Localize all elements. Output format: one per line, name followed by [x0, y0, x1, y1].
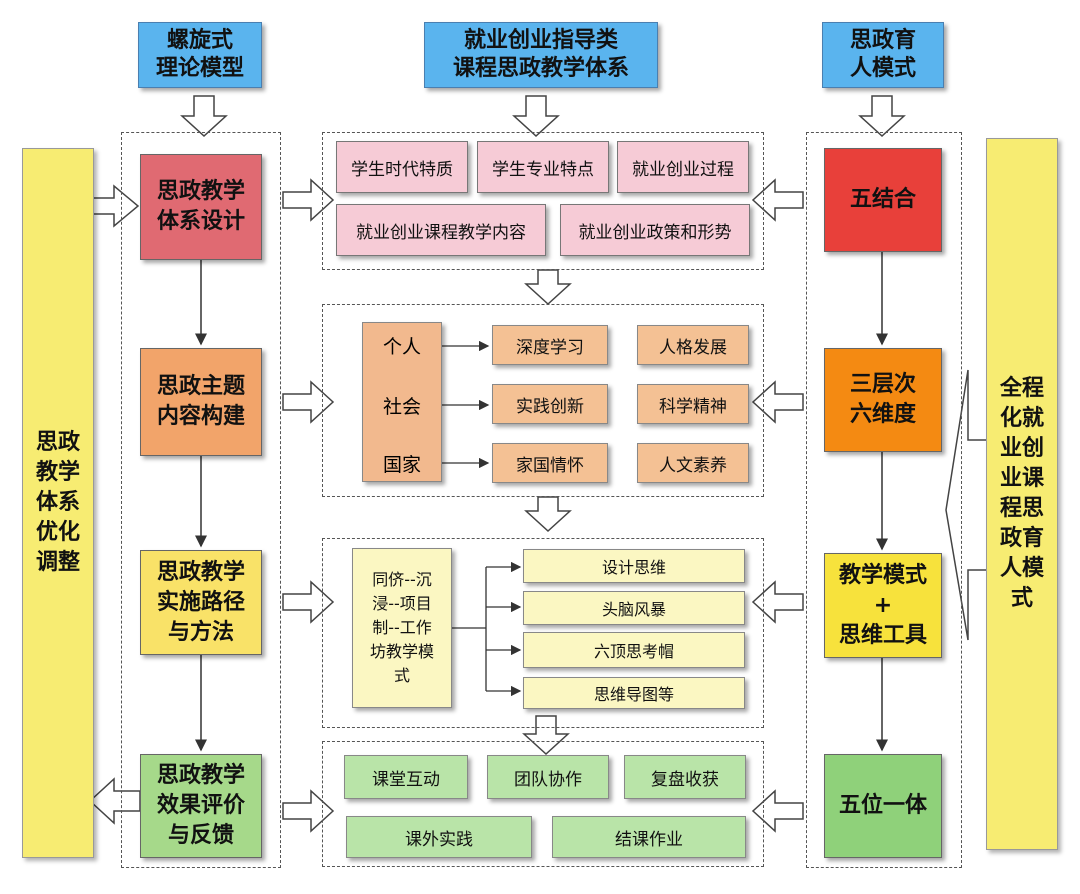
mode-left-arrow-4 — [751, 789, 804, 833]
level-individual: 个人 — [382, 336, 421, 358]
header-education-mode: 思政育 人模式 — [822, 22, 944, 88]
goal-personality-development: 人格发展 — [637, 325, 749, 365]
tool-six-thinking-hats: 六顶思考帽 — [523, 632, 745, 668]
goal-deep-learning: 深度学习 — [492, 325, 608, 365]
eval-teamwork: 团队协作 — [487, 755, 609, 799]
stage-implementation-path: 思政教学 实施路径 与方法 — [140, 550, 262, 655]
mode-three-levels-six-dimensions: 三层次 六维度 — [824, 348, 942, 452]
goal-patriotism: 家国情怀 — [492, 443, 608, 483]
factor-course-content: 就业创业课程教学内容 — [336, 204, 546, 256]
goal-scientific-spirit: 科学精神 — [637, 384, 749, 424]
center-down-arrow-1 — [524, 269, 572, 306]
mode-left-arrow-2 — [751, 380, 804, 424]
mode-five-combination: 五结合 — [824, 148, 942, 252]
group2-frame — [322, 304, 764, 497]
left-bar-optimization: 思政 教学 体系 优化 调整 — [22, 148, 94, 858]
level-society: 社会 — [382, 396, 421, 418]
center-down-arrow-2 — [524, 496, 572, 533]
group4-frame — [322, 741, 764, 867]
group1-frame — [322, 132, 764, 270]
tool-brainstorming: 头脑风暴 — [523, 591, 745, 625]
header-down-arrow-center — [512, 95, 560, 138]
factor-student-era-traits: 学生时代特质 — [336, 141, 468, 193]
group3-frame — [322, 538, 764, 728]
mode-teaching-and-thinking-tools: 教学模式 + 思维工具 — [824, 553, 942, 658]
header-down-arrow-right — [858, 95, 906, 138]
mode-left-arrow-3 — [751, 580, 804, 624]
eval-classroom-interaction: 课堂互动 — [344, 755, 468, 799]
factor-policy-situation: 就业创业政策和形势 — [560, 204, 750, 256]
tool-design-thinking: 设计思维 — [523, 549, 745, 583]
center-down-arrow-3 — [522, 715, 570, 756]
level-nation: 国家 — [382, 454, 421, 476]
teaching-mode-peer-immersion: 同侪--沉 浸--项目 制--工作 坊教学模 式 — [352, 548, 452, 708]
header-spiral-model: 螺旋式 理论模型 — [138, 22, 262, 88]
stage-system-design: 思政教学 体系设计 — [140, 154, 262, 260]
left-column-frame — [121, 132, 281, 868]
stage-evaluation-feedback: 思政教学 效果评价 与反馈 — [140, 754, 262, 858]
eval-final-assignment: 结课作业 — [552, 816, 746, 858]
factor-student-major-traits: 学生专业特点 — [477, 141, 609, 193]
mode-five-in-one: 五位一体 — [824, 754, 942, 858]
header-down-arrow-left — [180, 95, 228, 138]
stage-content-construction: 思政主题 内容构建 — [140, 348, 262, 456]
leftbar-out-arrow — [88, 777, 141, 825]
eval-extracurricular-practice: 课外实践 — [346, 816, 532, 858]
goal-humanistic-literacy: 人文素养 — [637, 443, 749, 483]
right-column-frame — [806, 132, 962, 868]
levels-column — [362, 322, 442, 482]
factor-employment-process: 就业创业过程 — [617, 141, 749, 193]
mode-left-arrow-1 — [751, 178, 804, 222]
tool-mind-map: 思维导图等 — [523, 677, 745, 709]
right-bar-whole-process: 全程 化就 业创 业课 程思 政育 人模 式 — [986, 138, 1058, 850]
eval-review-harvest: 复盘收获 — [624, 755, 746, 799]
goal-practice-innovation: 实践创新 — [492, 384, 608, 424]
header-teaching-system: 就业创业指导类 课程思政教学体系 — [424, 22, 658, 88]
